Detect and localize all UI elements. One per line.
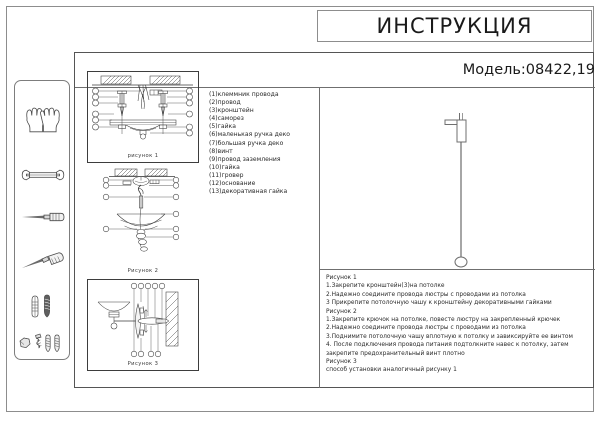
figure-3-caption: Рисунок 3 — [127, 361, 159, 367]
instruction-line: 1.Закрепите крючок на потолке, повесте л… — [326, 317, 561, 324]
list-item: (9)провод заземления — [209, 155, 281, 163]
instruction-line: Рисунок 3 — [326, 359, 357, 366]
pendant-lamp-drawing — [444, 113, 468, 268]
document-title-box: ИНСТРУКЦИЯ — [317, 10, 592, 42]
instruction-line: способ установки аналогичный рисунку 1 — [326, 367, 457, 374]
list-item: (11)гровер — [209, 171, 244, 179]
tool-item-screwdriver-phillips — [15, 249, 71, 273]
hardware-set-icon — [17, 332, 69, 354]
divider-mid-right — [319, 269, 595, 270]
tool-item-screwdriver-flat — [15, 207, 71, 227]
figure-2-drawing — [102, 168, 180, 252]
instruction-line: 1.Закрепите кронштейн(3)на потолке — [326, 283, 445, 290]
model-row: Модель:08422,19 — [393, 53, 595, 87]
parts-list: (1)клеммник провода (2)провод (3)кронште… — [209, 91, 313, 196]
list-item: (4)саморез — [209, 115, 244, 123]
list-item: (5)гайка — [209, 123, 236, 131]
divider-top-left — [75, 87, 319, 88]
figure-2-caption: Рисунок 2 — [127, 268, 159, 274]
figure-3-drawing — [97, 282, 179, 358]
list-item: (7)большая ручка деко — [209, 139, 284, 147]
main-content-box: Модель:08422,19 — [74, 52, 595, 388]
parts-list-items: (1)клеммник провода (2)провод (3)кронште… — [209, 91, 313, 196]
model-number: Модель:08422,19 — [462, 62, 595, 78]
tool-item-wall-anchor — [15, 293, 71, 319]
product-illustration — [321, 89, 594, 268]
diagrams-column: рисунок 1 — [81, 59, 199, 381]
list-item: (8)винт — [209, 147, 233, 155]
list-item: (2)провод — [209, 99, 241, 107]
instruction-line: 3 Прикрепите потолочную чашу к кронштейн… — [326, 300, 552, 307]
list-item: (12)основание — [209, 180, 256, 188]
wrench-icon — [20, 168, 66, 182]
list-item: (6)маленькая ручка деко — [209, 131, 290, 139]
tools-panel — [14, 80, 70, 360]
tool-item-wrench — [15, 165, 71, 185]
instruction-line: Рисунок 2 — [326, 308, 357, 315]
figure-2: Рисунок 2 — [87, 167, 199, 275]
instruction-line: 3.Поднимите потолочную чашу вплотную к п… — [326, 333, 573, 340]
divider-top-right — [319, 87, 595, 88]
instruction-line: 2.Надежно соедините провода люстры с про… — [326, 325, 526, 332]
figure-1: рисунок 1 — [87, 71, 199, 163]
figure-1-drawing — [92, 75, 193, 140]
list-item: (13)декоративная гайка — [209, 188, 288, 196]
instructions-block: Рисунок 1 1.Закрепите кронштейн(3)на пот… — [323, 272, 591, 386]
page-title: ИНСТРУКЦИЯ — [376, 14, 533, 38]
screwdriver-flat-icon — [20, 210, 66, 224]
gloves-icon — [21, 102, 65, 136]
instruction-line: Рисунок 1 — [326, 275, 357, 281]
tool-item-hardware-set — [15, 331, 71, 355]
tool-item-gloves — [15, 95, 71, 143]
screwdriver-phillips-icon — [20, 251, 66, 271]
instruction-line: 4. После подключения провода питания под… — [326, 342, 569, 349]
figure-3: Рисунок 3 — [87, 279, 199, 371]
divider-vertical — [319, 87, 320, 388]
list-item: (1)клеммник провода — [209, 91, 279, 98]
wall-anchor-icon — [21, 294, 65, 318]
list-item: (3)кронштейн — [209, 107, 254, 115]
figure-1-caption: рисунок 1 — [127, 153, 159, 159]
list-item: (10)гайка — [209, 163, 240, 171]
instruction-line: закрепите предохранительный винт плотно — [326, 350, 465, 357]
instruction-line: 2.Надежно соедините провода люстры с про… — [326, 291, 526, 298]
